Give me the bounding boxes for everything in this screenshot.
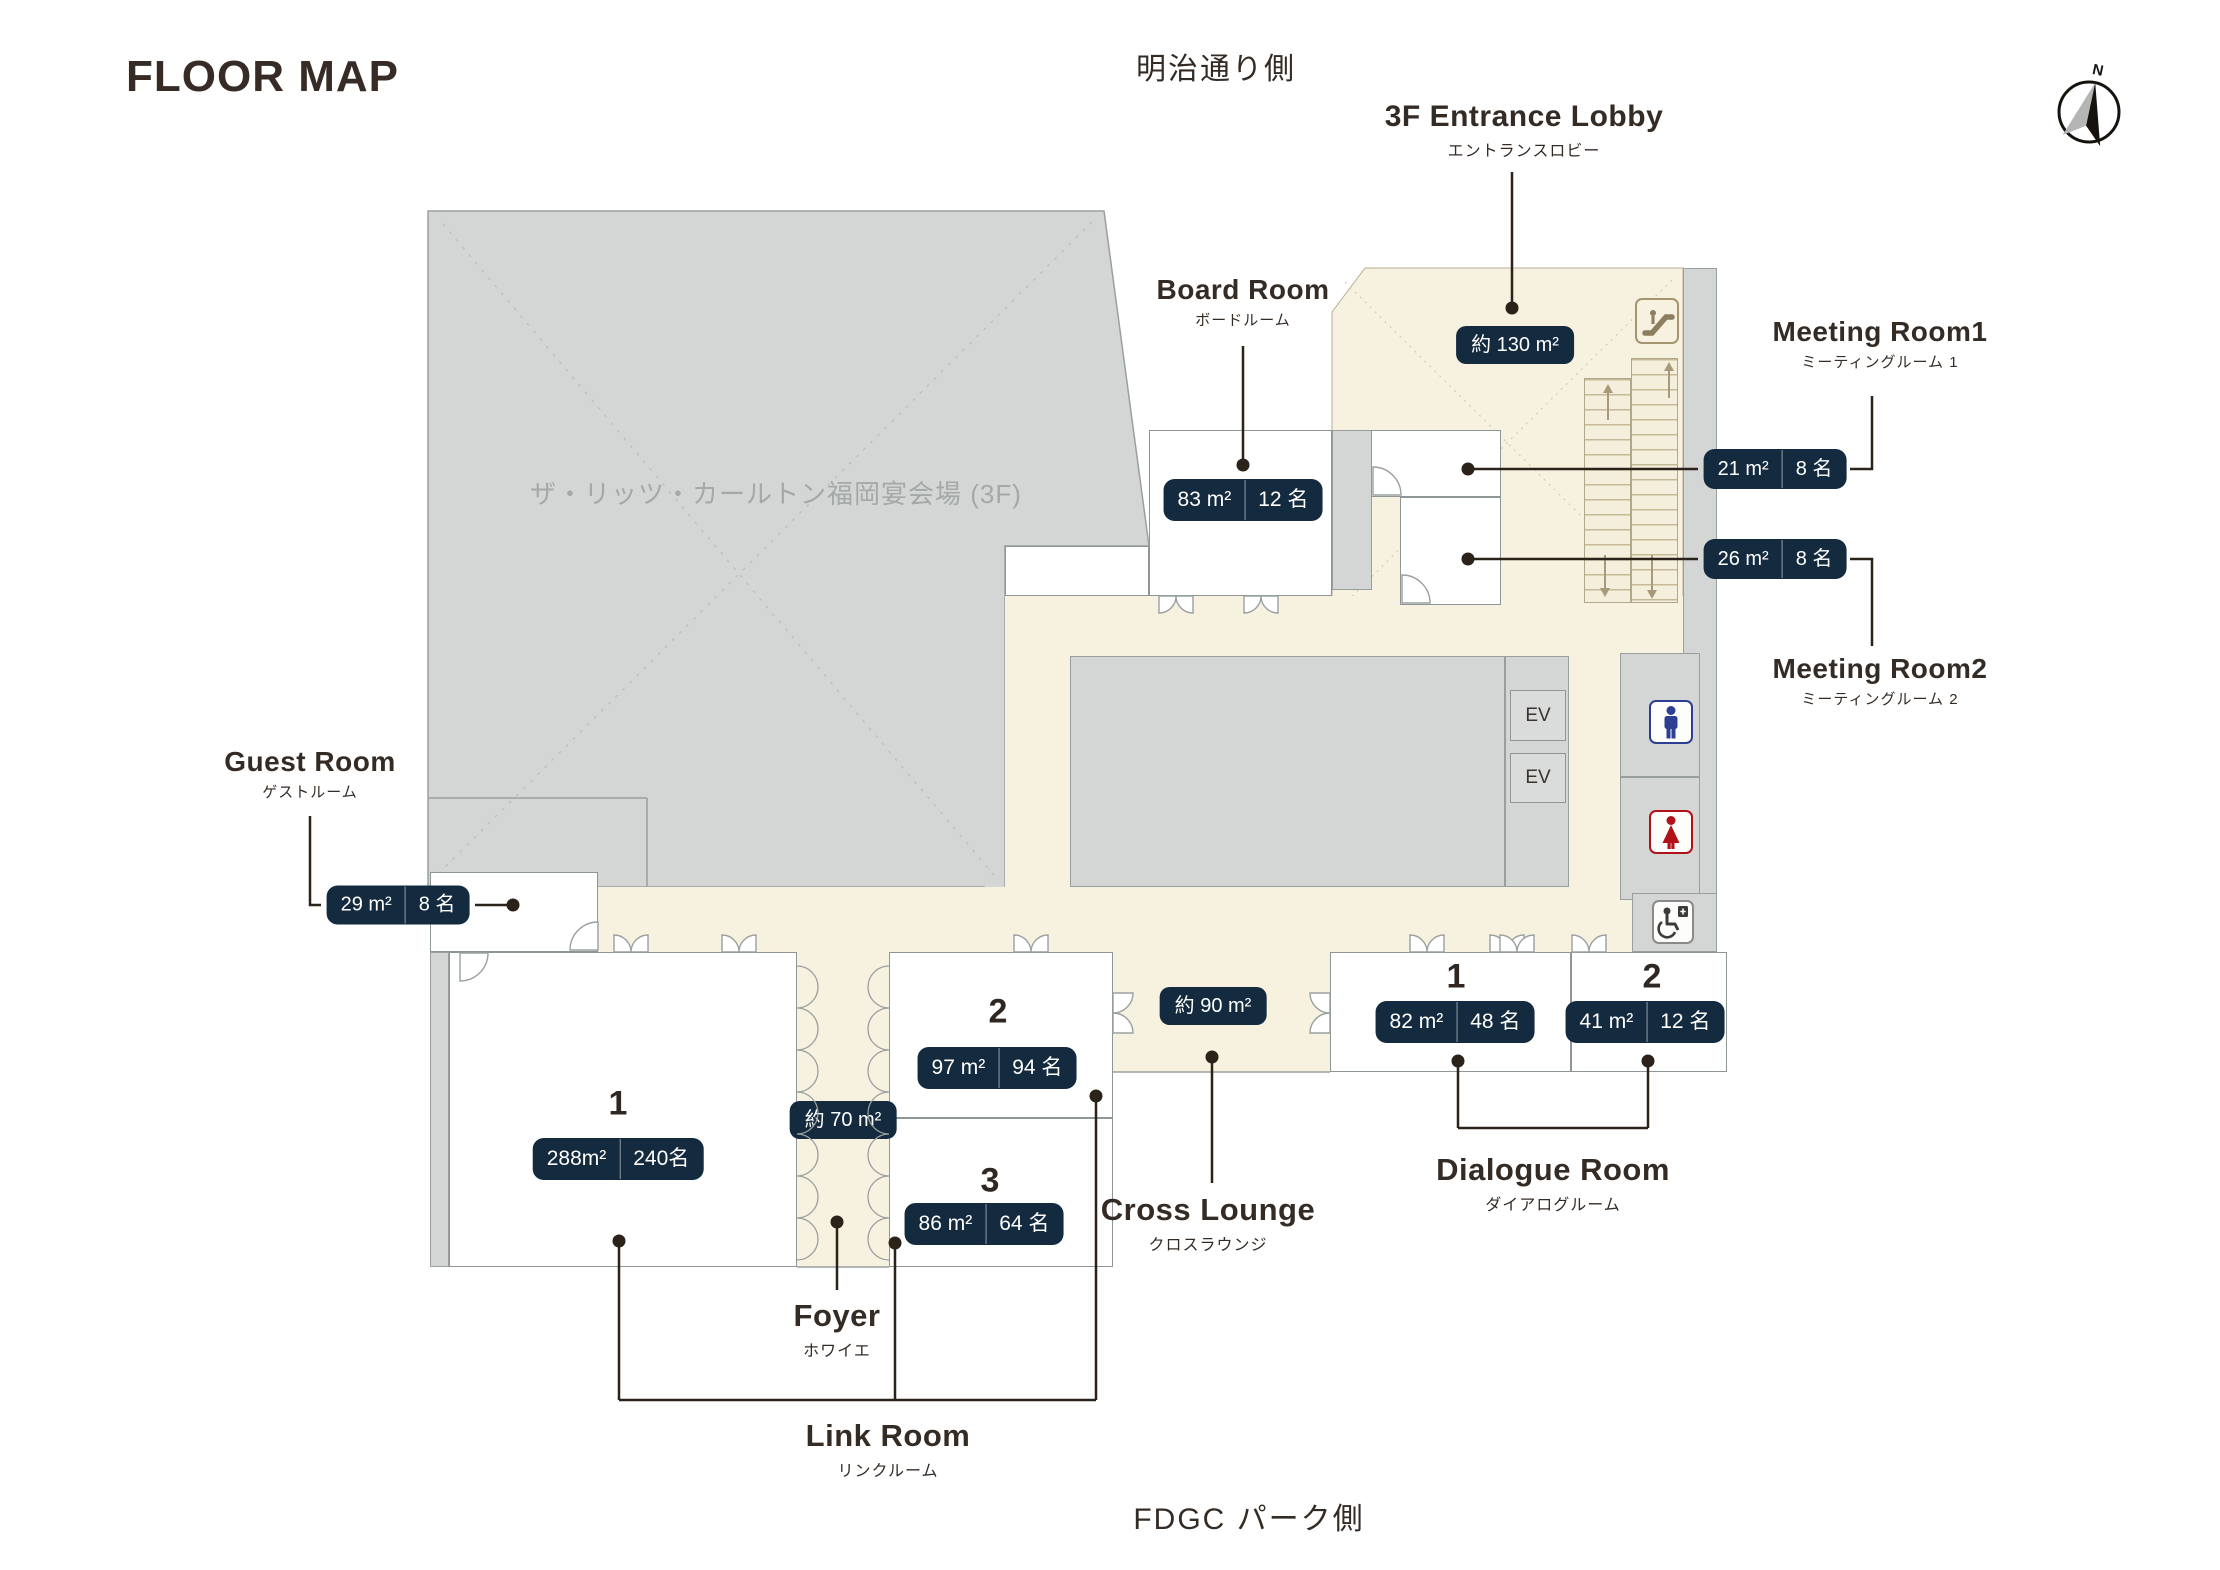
dialogue-room1-capacity: 48 名 xyxy=(1456,1002,1533,1042)
link-room3-capacity: 64 名 xyxy=(985,1204,1062,1244)
cross-lounge-area: 約 90 m² xyxy=(1174,995,1252,1017)
meeting-room2-capacity: 8 名 xyxy=(1781,540,1846,578)
link-room1-number: 1 xyxy=(608,1084,628,1123)
compass-north-label: N xyxy=(2091,61,2105,80)
link-room2-capacity: 94 名 xyxy=(998,1048,1075,1088)
accessible-restroom-icon xyxy=(1652,900,1694,944)
guest-room-badge: 29 m² 8 名 xyxy=(327,886,469,924)
guest-room-label-jp: ゲストルーム xyxy=(262,784,358,801)
dialogue-room1-area: 82 m² xyxy=(1389,1010,1444,1033)
meeting-room1-box xyxy=(1371,430,1501,497)
link-room2-area: 97 m² xyxy=(931,1056,986,1079)
banquet-hall-label: ザ・リッツ・カールトン福岡宴会場 (3F) xyxy=(530,479,1022,509)
link-room2-box xyxy=(889,952,1113,1118)
link-room-label-en: Link Room xyxy=(805,1418,971,1453)
dialogue-room2-area: 41 m² xyxy=(1579,1010,1634,1033)
board-room-label-en: Board Room xyxy=(1156,274,1330,305)
link-room2-number: 2 xyxy=(988,992,1008,1031)
foyer-label-jp: ホワイエ xyxy=(803,1343,871,1360)
core-divider xyxy=(1504,657,1506,886)
dialogue-room-label-en: Dialogue Room xyxy=(1436,1152,1670,1187)
corridor-bottom xyxy=(430,887,1717,952)
link-room2-badge: 97 m² 94 名 xyxy=(918,1048,1076,1088)
link-room3-area: 86 m² xyxy=(918,1212,973,1235)
cross-lounge-label-en: Cross Lounge xyxy=(1100,1192,1316,1227)
dialogue-room-label-jp: ダイアログルーム xyxy=(1485,1197,1621,1214)
dialogue-room1-badge: 82 m² 48 名 xyxy=(1376,1002,1534,1042)
restroom-divider xyxy=(1620,776,1700,778)
foyer-label-en: Foyer xyxy=(793,1298,881,1333)
lobby-area-badge: 約 130 m² xyxy=(1457,327,1573,363)
link-room3-badge: 86 m² 64 名 xyxy=(905,1204,1063,1244)
cross-lounge-label-jp: クロスラウンジ xyxy=(1148,1237,1268,1254)
corridor-top xyxy=(1005,596,1683,656)
board-room-label: Board Room ボードルーム xyxy=(1157,274,1330,330)
escalator-icon xyxy=(1635,298,1679,344)
meeting-room1-label: Meeting Room1 ミーティングルーム 1 xyxy=(1773,316,1988,372)
board-room-capacity: 12 名 xyxy=(1244,480,1321,520)
stairs-flight-right xyxy=(1631,358,1678,603)
entrance-lobby-label: 3F Entrance Lobby エントランスロビー xyxy=(1385,100,1664,161)
meeting-room2-badge: 26 m² 8 名 xyxy=(1704,540,1846,578)
meeting-room2-label-en: Meeting Room2 xyxy=(1772,653,1988,684)
wall-block-boardroom xyxy=(1332,430,1372,590)
street-label-top: 明治通り側 xyxy=(1136,53,1296,86)
elevator-2: EV xyxy=(1510,753,1566,803)
compass-icon: N xyxy=(2057,61,2121,147)
stairs-flight-left xyxy=(1584,378,1631,603)
west-wall-strip xyxy=(430,952,449,1267)
link-room-label: Link Room リンクルーム xyxy=(806,1418,971,1481)
central-core-block xyxy=(1070,656,1569,887)
link-room1-badge: 288m² 240名 xyxy=(533,1139,703,1179)
dialogue-room1-number: 1 xyxy=(1446,957,1466,996)
guest-room-label-en: Guest Room xyxy=(224,746,396,777)
foyer-area xyxy=(797,887,889,1267)
foyer-area: 約 70 m² xyxy=(804,1109,882,1131)
board-room-area: 83 m² xyxy=(1177,488,1232,511)
meeting-room1-area: 21 m² xyxy=(1717,458,1769,480)
meeting-room1-label-en: Meeting Room1 xyxy=(1772,316,1988,347)
womens-restroom-icon xyxy=(1649,810,1693,854)
guest-room-area: 29 m² xyxy=(340,893,392,916)
link-room1-capacity: 240名 xyxy=(619,1139,702,1179)
dialogue-room2-number: 2 xyxy=(1642,957,1662,996)
elevator-1-label: EV xyxy=(1525,704,1551,726)
board-room-badge: 83 m² 12 名 xyxy=(1164,480,1322,520)
cross-lounge-label: Cross Lounge クロスラウンジ xyxy=(1101,1192,1315,1255)
page-title: FLOOR MAP xyxy=(126,52,399,101)
elevator-2-label: EV xyxy=(1525,767,1551,788)
meeting-room2-area: 26 m² xyxy=(1717,548,1769,570)
corridor-left xyxy=(1005,656,1070,887)
street-label-bottom: FDGC パーク側 xyxy=(1133,1503,1365,1536)
storage-strip xyxy=(1005,546,1149,596)
board-room-label-jp: ボードルーム xyxy=(1195,312,1291,329)
dialogue-room2-capacity: 12 名 xyxy=(1646,1002,1723,1042)
cross-lounge-area xyxy=(1113,887,1330,1072)
entrance-lobby-label-jp: エントランスロビー xyxy=(1447,143,1601,160)
meeting-room2-label: Meeting Room2 ミーティングルーム 2 xyxy=(1773,653,1988,709)
meeting-room2-box xyxy=(1400,497,1501,605)
foyer-area-badge: 約 70 m² xyxy=(790,1102,896,1138)
dialogue-room2-badge: 41 m² 12 名 xyxy=(1566,1002,1724,1042)
link-room3-box xyxy=(889,1118,1113,1267)
dialogue-room-label: Dialogue Room ダイアログルーム xyxy=(1436,1152,1670,1215)
meeting-room2-label-jp: ミーティングルーム 2 xyxy=(1801,691,1959,708)
corridor-right xyxy=(1569,656,1620,887)
link-room1-area: 288m² xyxy=(546,1147,607,1170)
cross-lounge-area-badge: 約 90 m² xyxy=(1160,988,1266,1024)
elevator-1: EV xyxy=(1510,690,1566,741)
meeting-room1-capacity: 8 名 xyxy=(1781,450,1846,488)
guest-room-capacity: 8 名 xyxy=(404,886,469,924)
lobby-area: 約 130 m² xyxy=(1471,334,1559,356)
meeting-room1-badge: 21 m² 8 名 xyxy=(1704,450,1846,488)
guest-room-label: Guest Room ゲストルーム xyxy=(224,746,395,802)
link-room-label-jp: リンクルーム xyxy=(837,1463,939,1480)
meeting-room1-label-jp: ミーティングルーム 1 xyxy=(1801,354,1959,371)
entrance-lobby-label-en: 3F Entrance Lobby xyxy=(1384,100,1664,133)
foyer-label: Foyer ホワイエ xyxy=(794,1298,881,1361)
link-room3-number: 3 xyxy=(980,1161,1000,1200)
mens-restroom-icon xyxy=(1649,700,1693,744)
